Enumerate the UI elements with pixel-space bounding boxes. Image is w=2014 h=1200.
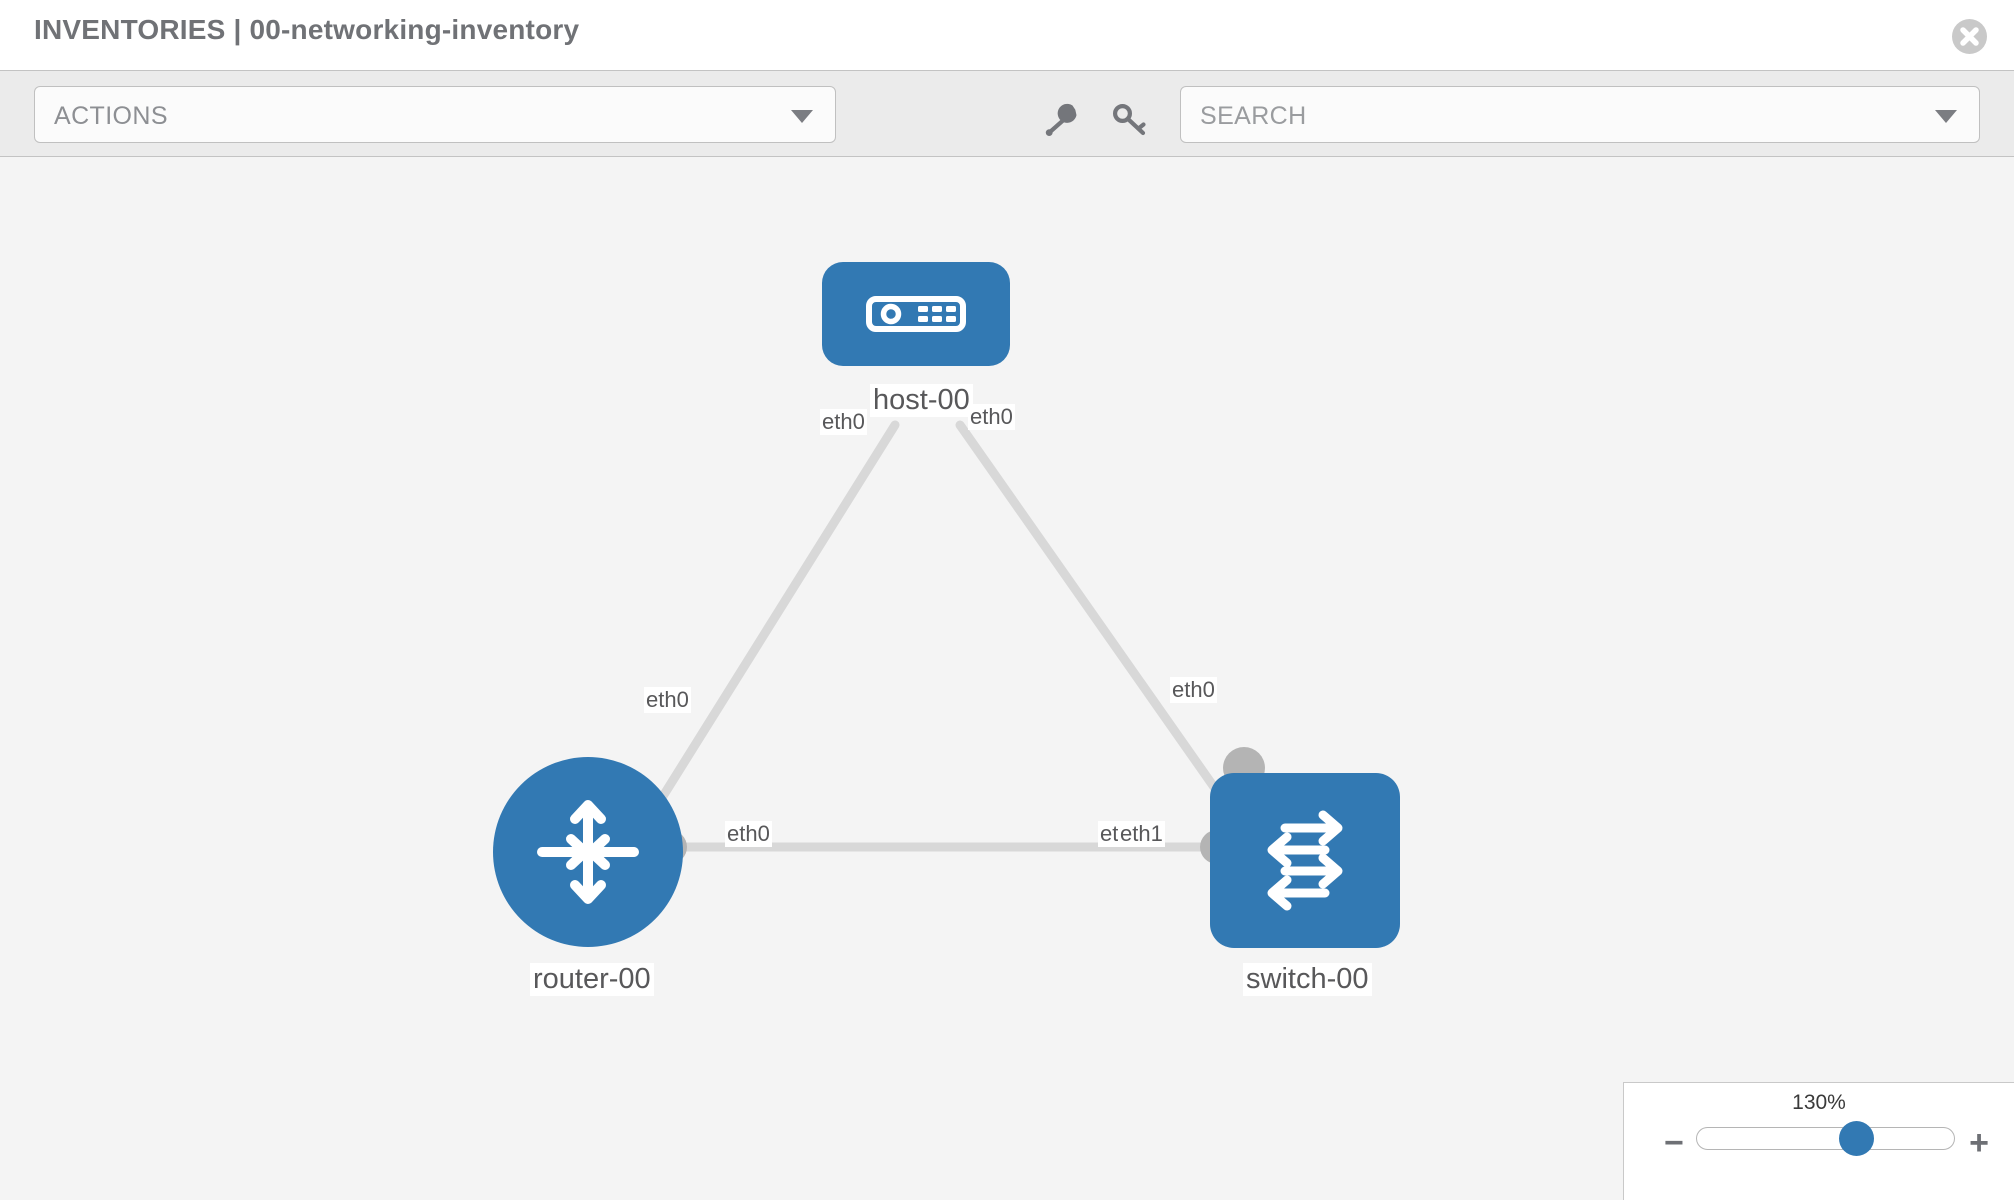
link-host-router: [645, 420, 900, 822]
zoom-in-button[interactable]: +: [1969, 1124, 1989, 1162]
zoom-level-label: 130%: [1792, 1091, 1846, 1114]
edge-label-router-switch-dst: eth1: [1118, 821, 1165, 847]
window-header: INVENTORIES | 00-networking-inventory: [0, 0, 2014, 70]
zoom-control-panel: 130% − +: [1623, 1082, 2014, 1200]
node-label-host-00: host-00: [870, 384, 973, 417]
node-host-00[interactable]: host-00: [822, 262, 1010, 422]
zoom-out-button[interactable]: −: [1664, 1124, 1684, 1162]
edge-label-host-router-src: eth0: [820, 409, 867, 435]
server-icon[interactable]: [822, 262, 1010, 366]
edge-label-host-switch-src: eth0: [968, 404, 1015, 430]
edge-label-host-router-dst: eth0: [644, 687, 691, 713]
router-arrows-icon[interactable]: [493, 757, 683, 947]
page-title: INVENTORIES | 00-networking-inventory: [34, 14, 580, 45]
zoom-slider-track[interactable]: [1696, 1127, 1955, 1150]
switch-arrows-icon[interactable]: [1210, 773, 1400, 948]
link-host-switch: [955, 420, 1240, 822]
zoom-slider-thumb[interactable]: [1839, 1121, 1875, 1156]
actions-dropdown[interactable]: ACTIONS: [34, 86, 836, 143]
node-label-router-00: router-00: [530, 963, 654, 996]
close-icon[interactable]: [1952, 19, 1987, 54]
topology-links: [645, 420, 1245, 852]
edge-label-host-switch-dst: eth0: [1170, 677, 1217, 703]
key-icon[interactable]: [1110, 101, 1150, 137]
wrench-icon[interactable]: [1042, 101, 1082, 137]
node-router-00[interactable]: router-00: [493, 757, 687, 996]
chevron-down-icon: [791, 110, 813, 123]
search-input[interactable]: SEARCH: [1180, 86, 1980, 143]
search-placeholder: SEARCH: [1200, 102, 1307, 130]
chevron-down-icon[interactable]: [1935, 110, 1957, 123]
node-switch-00[interactable]: switch-00: [1200, 747, 1410, 996]
edge-label-router-switch-src: eth0: [725, 821, 772, 847]
topology-canvas[interactable]: host-00 router-00: [0, 157, 2014, 1200]
node-label-switch-00: switch-00: [1243, 963, 1372, 996]
toolbar: ACTIONS SEARCH: [0, 70, 2014, 157]
actions-dropdown-label: ACTIONS: [54, 102, 168, 130]
